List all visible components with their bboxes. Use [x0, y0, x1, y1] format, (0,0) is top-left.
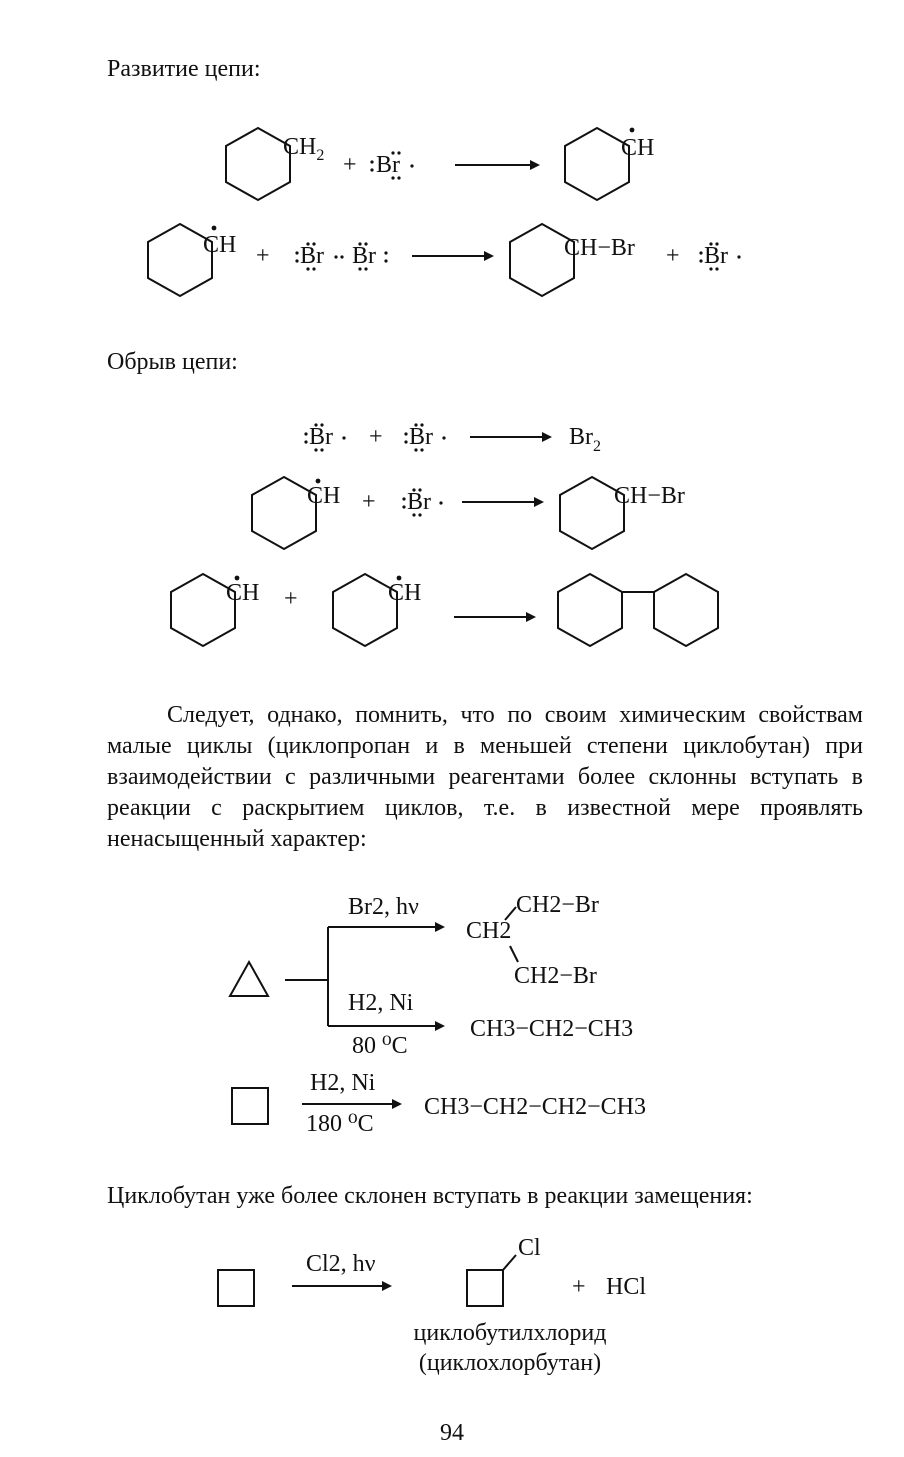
bromine-radical: Br — [704, 243, 728, 269]
condition-h2-ni: H2, Ni — [310, 1070, 376, 1096]
bromine-atom: Br — [300, 243, 324, 269]
caption-line-2: (циклохлорбутан) — [418, 1350, 602, 1376]
condition-cl2-hv: Cl2, hν — [306, 1251, 376, 1277]
arrowhead — [526, 612, 536, 622]
chlorine-atom: Cl — [518, 1235, 541, 1261]
bond-line — [509, 945, 519, 963]
cyclohexane-ring — [225, 126, 291, 202]
arrowhead — [534, 497, 544, 507]
cyclobutane-square — [231, 1087, 269, 1125]
bromocyclohexane-ring — [509, 222, 575, 298]
cyclobutane-square — [217, 1269, 255, 1307]
arrowhead — [435, 922, 445, 932]
propagation-heading: Развитие цепи: — [107, 56, 261, 82]
radical-dot — [211, 225, 217, 231]
bromine-radical: Br — [309, 424, 333, 450]
bicyclohexyl-ring-left — [557, 572, 623, 648]
cyclohexyl-radical-ring — [147, 222, 213, 298]
product-butane: CH3−CH2−CH2−CH3 — [424, 1094, 646, 1120]
caption-line-1: циклобутилхлорид — [413, 1320, 607, 1346]
plus-sign: + — [362, 489, 376, 515]
cyclohexyl-radical-ring — [251, 475, 317, 551]
plus-sign: + — [572, 1274, 586, 1300]
arrowhead — [542, 432, 552, 442]
plus-sign: + — [666, 243, 680, 269]
product-ch2br-bottom: CH2−Br — [514, 963, 597, 989]
formula-ch: CH — [307, 483, 340, 509]
formula-ch: CH — [621, 135, 654, 161]
chlorocyclobutane-square — [466, 1269, 504, 1307]
formula-ch-br: CH−Br — [564, 235, 635, 261]
product-hcl: HCl — [606, 1274, 646, 1300]
formula-ch2: CH2 — [283, 134, 324, 164]
product-propane: CH3−CH2−CH3 — [470, 1016, 633, 1042]
formula-ch: CH — [226, 580, 259, 606]
bicyclohexyl-ring-right — [653, 572, 719, 648]
arrowhead — [392, 1099, 402, 1109]
c-cl-bond — [502, 1254, 517, 1271]
radical-dot — [396, 575, 402, 581]
cyclohexyl-radical-ring — [564, 126, 630, 202]
formula-ch: CH — [388, 580, 421, 606]
cyclohexyl-radical-ring — [170, 572, 236, 648]
formula-ch: CH — [203, 232, 236, 258]
formula-ch-br: CH−Br — [614, 483, 685, 509]
product-ch2-middle: CH2 — [466, 918, 511, 944]
bromocyclohexane-ring — [559, 475, 625, 551]
page-number: 94 — [440, 1420, 464, 1446]
plus-sign: + — [343, 152, 357, 178]
product-caption: циклобутилхлорид (циклохлорбутан) — [390, 1318, 630, 1378]
cyclopropane-triangle — [228, 959, 270, 997]
condition-180c: 180 ⁰C — [306, 1111, 374, 1137]
plus-sign: + — [256, 243, 270, 269]
bromine-atom: Br — [352, 243, 376, 269]
paragraph-text: Следует, однако, помнить, что по своим х… — [107, 702, 863, 852]
radical-dot — [234, 575, 240, 581]
arrowhead — [435, 1021, 445, 1031]
bromine-radical: Br — [376, 152, 400, 178]
arrowhead — [382, 1281, 392, 1291]
bond-line — [504, 906, 517, 921]
condition-br2-hv: Br2, hν — [348, 894, 419, 920]
condition-80c: 80 ⁰C — [352, 1033, 408, 1059]
br-electron-dots — [295, 151, 741, 517]
body-paragraph: Следует, однако, помнить, что по своим х… — [107, 700, 863, 855]
cyclohexyl-radical-ring — [332, 572, 398, 648]
arrowhead — [484, 251, 494, 261]
plus-sign: + — [369, 424, 383, 450]
product-ch2br-top: CH2−Br — [516, 892, 599, 918]
arrowhead — [530, 160, 540, 170]
bromine-radical: Br — [407, 489, 431, 515]
condition-h2-ni: H2, Ni — [348, 990, 414, 1016]
radical-dot — [315, 478, 321, 484]
termination-heading: Обрыв цепи: — [107, 349, 238, 375]
plus-sign: + — [284, 586, 298, 612]
radical-dot — [629, 127, 635, 133]
substitution-sentence: Циклобутан уже более склонен вступать в … — [107, 1183, 753, 1209]
formula-br2: Br2 — [569, 424, 601, 455]
bromine-radical: Br — [409, 424, 433, 450]
